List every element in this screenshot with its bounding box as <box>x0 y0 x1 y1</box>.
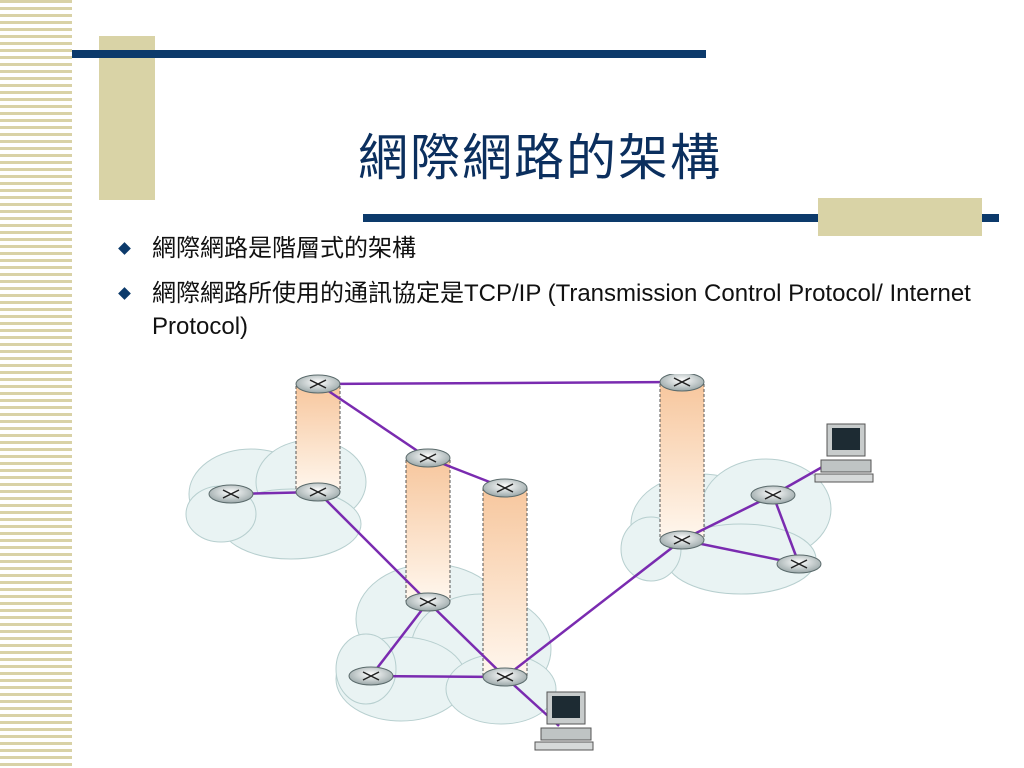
router-icon <box>295 482 341 502</box>
decorative-stripes <box>0 0 72 768</box>
computer-icon <box>534 691 594 751</box>
router-icon <box>405 592 451 612</box>
cylinder-tier <box>295 386 341 492</box>
router-icon <box>208 484 254 504</box>
diamond-bullet-icon <box>118 242 131 255</box>
computer-icon <box>814 423 874 483</box>
router-icon <box>659 530 705 550</box>
slide-title: 網際網路的架構 <box>358 129 722 187</box>
diamond-bullet-icon <box>118 287 131 300</box>
router-icon <box>659 372 705 392</box>
cylinder-tier <box>405 460 451 602</box>
bullet-item: 網際網路所使用的通訊協定是TCP/IP (Transmission Contro… <box>118 277 978 343</box>
network-diagram <box>181 372 875 754</box>
title-rule-top <box>72 50 706 58</box>
accent-block-right <box>818 198 982 236</box>
router-icon <box>295 374 341 394</box>
bullet-text: 網際網路所使用的通訊協定是TCP/IP (Transmission Contro… <box>152 280 971 340</box>
title-rule-bottom <box>363 214 999 222</box>
router-icon <box>482 478 528 498</box>
cylinder-tier <box>482 488 528 678</box>
bullet-text: 網際網路是階層式的架構 <box>152 235 416 262</box>
cylinder-tier <box>659 384 705 540</box>
router-icon <box>405 448 451 468</box>
router-icon <box>750 485 796 505</box>
bullet-item: 網際網路是階層式的架構 <box>118 232 978 265</box>
bullet-list: 網際網路是階層式的架構 網際網路所使用的通訊協定是TCP/IP (Transmi… <box>118 232 978 355</box>
accent-block-top <box>99 36 155 200</box>
router-icon <box>776 554 822 574</box>
router-icon <box>348 666 394 686</box>
router-icon <box>482 667 528 687</box>
